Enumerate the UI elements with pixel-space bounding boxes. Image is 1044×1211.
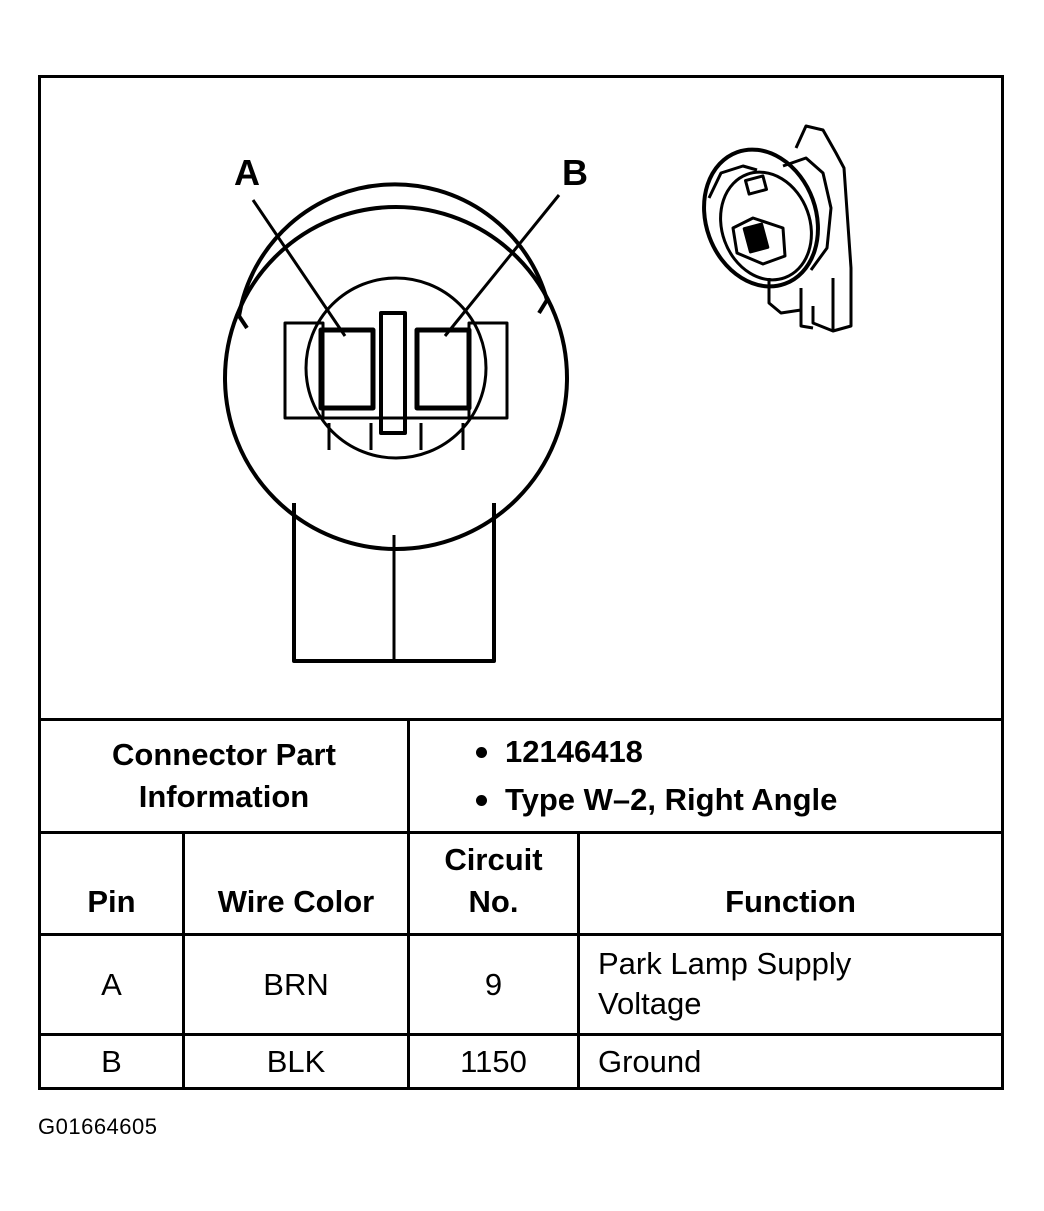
table-row-b-circuit: 1150 <box>460 1043 527 1079</box>
table-row-a-function: Park Lamp Supply Voltage <box>598 946 852 1021</box>
connector-info-item: Type W–2, Right Angle <box>476 776 1001 824</box>
column-header-pin: Pin <box>87 884 136 919</box>
connector-socket-ring <box>304 276 488 460</box>
connector-illustration: A B <box>223 124 853 663</box>
connector-info-list: 12146418 Type W–2, Right Angle <box>410 721 1001 831</box>
bullet-icon <box>476 746 487 758</box>
connector-perspective-view <box>702 124 853 333</box>
table-row-a-circuit: 9 <box>484 966 503 1002</box>
pin-label-b: B <box>562 152 588 193</box>
column-header-function: Function <box>725 884 856 919</box>
connector-outer-ring <box>223 205 569 551</box>
bullet-icon <box>476 794 487 806</box>
connector-info-item: 12146418 <box>476 728 1001 776</box>
terminal-b-cavity <box>414 327 472 411</box>
terminal-tab-left <box>283 321 325 420</box>
leader-line-a <box>251 199 347 337</box>
center-key <box>379 311 407 435</box>
connector-figure-frame: A B Connector Part Information <box>38 75 1004 1090</box>
table-row-b-wire-color: BLK <box>266 1043 326 1079</box>
part-number: 12146418 <box>505 734 643 769</box>
connector-type: Type W–2, Right Angle <box>505 782 838 817</box>
connector-face-diagram: A B <box>41 78 1001 720</box>
table-row-b-function: Ground <box>598 1043 702 1079</box>
terminal-a-cavity <box>318 327 376 411</box>
pin-label-a: A <box>234 152 260 193</box>
table-row-b-pin: B <box>101 1043 122 1079</box>
leader-line-b <box>443 194 561 337</box>
connector-info-heading: Connector Part Information <box>112 737 336 814</box>
table-row-a-wire-color: BRN <box>263 966 329 1002</box>
table-row-a-pin: A <box>101 966 122 1002</box>
connector-locking-arc <box>237 182 549 317</box>
terminal-tab-right <box>467 321 509 420</box>
column-header-circuit: Circuit No. <box>444 842 543 919</box>
column-header-wire-color: Wire Color <box>217 884 375 919</box>
figure-id: G01664605 <box>38 1114 158 1139</box>
